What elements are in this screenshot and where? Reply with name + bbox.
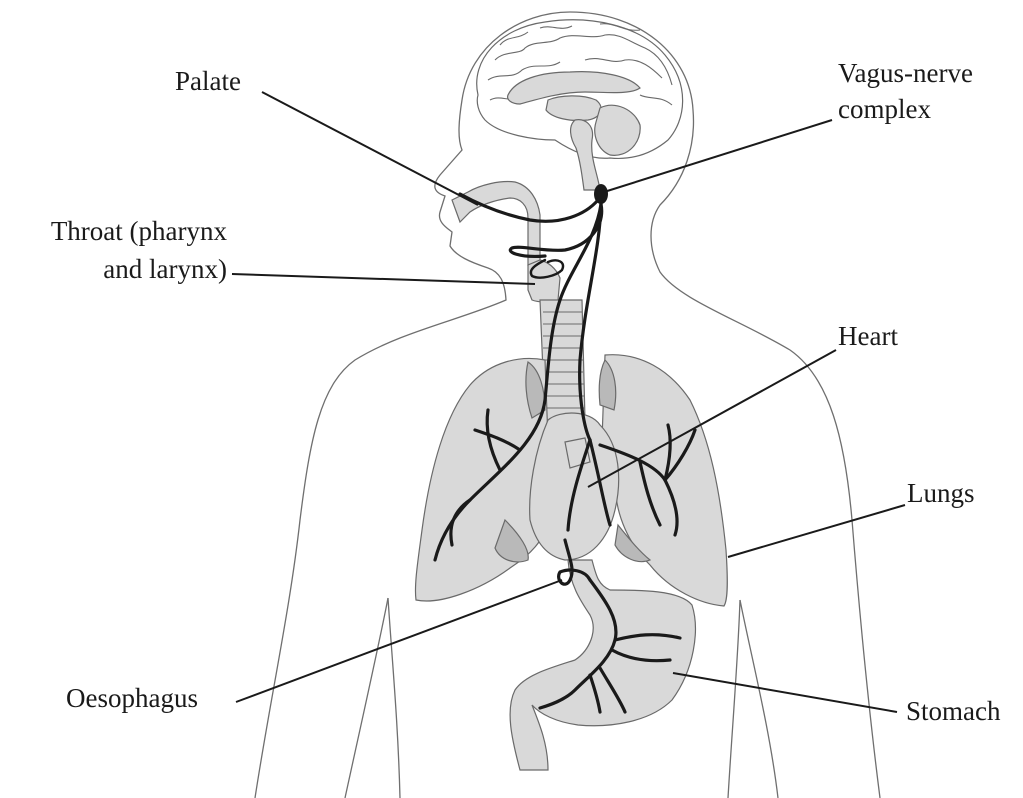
throat-label-line1: Throat (pharynx: [51, 216, 228, 246]
vagus-label-line1: Vagus-nerve: [838, 58, 973, 88]
oesophagus-leader: [236, 580, 562, 702]
stomach-label: Stomach: [906, 696, 1001, 726]
palate-leader: [262, 92, 478, 205]
palate-label: Palate: [175, 66, 241, 96]
lungs-label: Lungs: [907, 478, 975, 508]
oesophagus-label: Oesophagus: [66, 683, 198, 713]
throat-label-line2: and larynx): [103, 254, 227, 284]
brain: [477, 20, 683, 190]
lungs-leader: [728, 505, 905, 557]
throat-leader: [232, 274, 535, 284]
stomach-leader: [673, 673, 897, 712]
stomach: [510, 560, 695, 770]
heart-label: Heart: [838, 321, 898, 351]
vagus-label-line2: complex: [838, 94, 931, 124]
